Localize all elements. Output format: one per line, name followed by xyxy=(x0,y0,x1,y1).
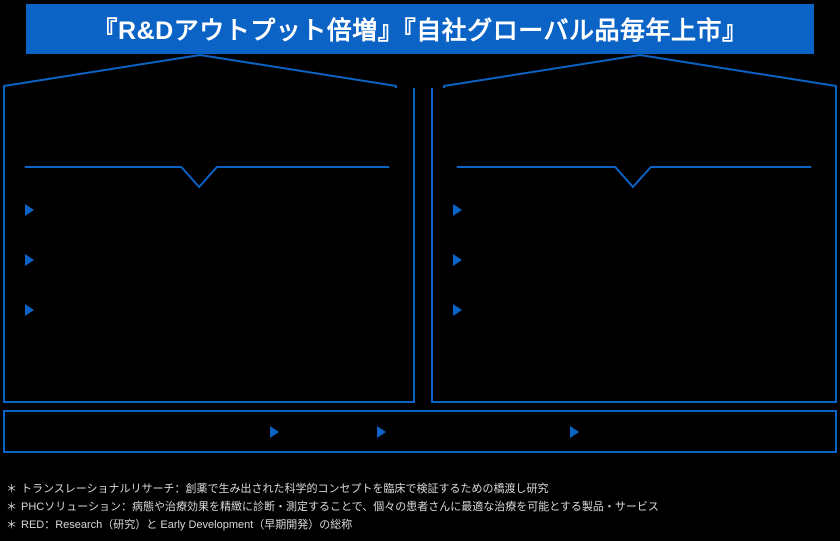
page-title: 『R&Dアウトプット倍増』『自社グローバル品毎年上市』 xyxy=(92,17,748,45)
triangle-bullet-icon xyxy=(570,425,579,438)
footnote-text: トランスレーショナルリサーチ：創薬で生み出された科学的コンセプトを臨床で検証する… xyxy=(21,483,549,495)
panel-left-header-rule xyxy=(24,166,390,189)
triangle-bullet-icon xyxy=(270,425,279,438)
panel-right-bullets xyxy=(453,200,815,350)
footnote-red: ＊ RED：Research（研究）と Early Development（早期開… xyxy=(6,516,834,534)
footnote-marker: ＊ xyxy=(6,501,17,514)
footnote-text: RED：Research（研究）と Early Development（早期開発… xyxy=(21,519,353,532)
list-item xyxy=(453,250,815,272)
title-banner: 『R&Dアウトプット倍増』『自社グローバル品毎年上市』 xyxy=(26,4,814,54)
banner-panel-connector xyxy=(3,53,837,93)
triangle-bullet-icon xyxy=(25,204,34,216)
footnotes: ＊ トランスレーショナルリサーチ：創薬で生み出された科学的コンセプトを臨床で検証す… xyxy=(6,480,834,534)
list-item xyxy=(25,200,393,222)
panel-right-header-rule xyxy=(456,166,812,189)
triangle-bullet-icon xyxy=(25,254,34,266)
band-item xyxy=(377,425,394,438)
footnote-phc-solution: ＊ PHCソリューション：病態や治療効果を精緻に診断・測定することで、個々の患者さ… xyxy=(6,498,834,516)
panel-left-bullets xyxy=(25,200,393,350)
band-item xyxy=(270,425,287,438)
list-item xyxy=(25,250,393,272)
triangle-bullet-icon xyxy=(453,204,462,216)
triangle-bullet-icon xyxy=(25,304,34,316)
list-item xyxy=(25,300,393,322)
triangle-bullet-icon xyxy=(377,425,386,438)
triangle-bullet-icon xyxy=(453,304,462,316)
list-item xyxy=(453,200,815,222)
footnote-text: PHCソリューション：病態や治療効果を精緻に診断・測定することで、個々の患者さん… xyxy=(21,501,659,514)
panel-right xyxy=(431,88,837,403)
panel-left xyxy=(3,88,415,403)
triangle-bullet-icon xyxy=(453,254,462,266)
list-item xyxy=(453,300,815,322)
footnote-marker: ＊ xyxy=(6,483,17,495)
footnote-marker: ＊ xyxy=(6,519,17,532)
band-item xyxy=(570,425,587,438)
bottom-band xyxy=(3,410,837,453)
footnote-translational-research: ＊ トランスレーショナルリサーチ：創薬で生み出された科学的コンセプトを臨床で検証す… xyxy=(6,480,834,498)
